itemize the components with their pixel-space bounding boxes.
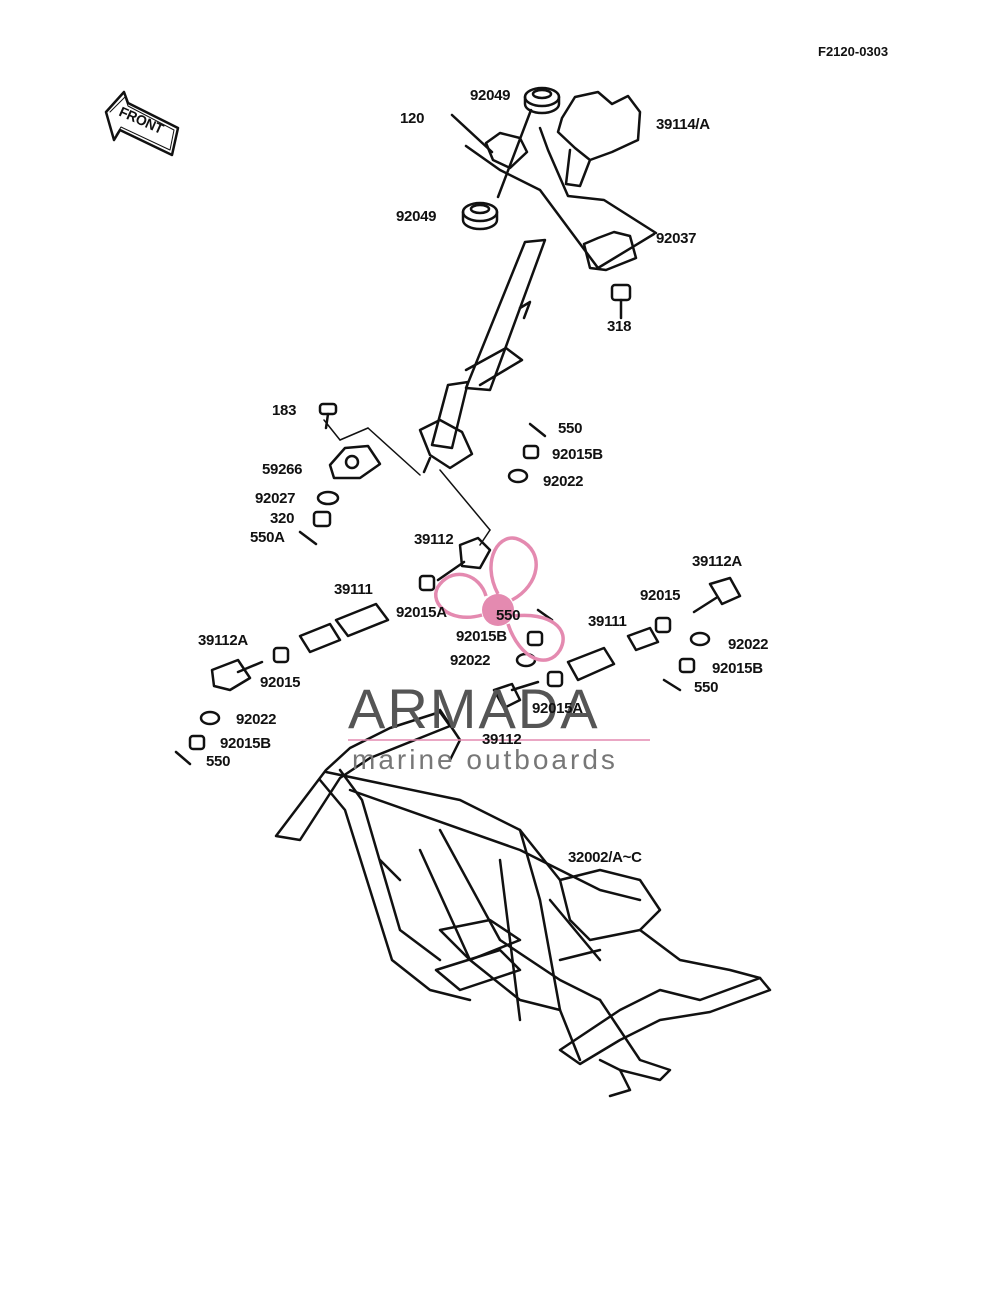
part-label: 39112 xyxy=(482,731,522,748)
part-label: 92015B xyxy=(712,660,763,677)
part-label: 59266 xyxy=(262,461,303,478)
part-label: 320 xyxy=(270,510,295,527)
part-label: 92049 xyxy=(470,87,511,104)
part-label: 39111 xyxy=(334,581,373,598)
part-label: 120 xyxy=(400,110,425,127)
handlebar-clamp-group xyxy=(450,86,658,320)
part-label: 183 xyxy=(272,402,297,419)
front-arrow-icon xyxy=(104,90,180,157)
part-label: 92037 xyxy=(656,230,697,247)
part-label: 92015B xyxy=(456,628,507,645)
part-label: 32002/A~C xyxy=(568,849,642,866)
part-label: 92015 xyxy=(640,587,681,604)
part-label: 92022 xyxy=(543,473,584,490)
part-label: 92015A xyxy=(532,700,583,717)
part-label: 92022 xyxy=(236,711,277,728)
frame-32002 xyxy=(274,708,772,1098)
part-label: 92022 xyxy=(728,636,769,653)
part-label: 92022 xyxy=(450,652,491,669)
knuckle-59266 xyxy=(298,402,547,546)
watermark-tagline: marine outboards xyxy=(352,744,618,775)
part-label: 550 xyxy=(694,679,719,696)
part-label: 92015B xyxy=(220,735,271,752)
part-label: 550A xyxy=(250,529,285,546)
part-label: 550 xyxy=(206,753,231,770)
part-label: 92015 xyxy=(260,674,301,691)
diagram-code: F2120-0303 xyxy=(818,44,889,59)
part-label: 550 xyxy=(558,420,583,437)
part-label: 39111 xyxy=(588,613,627,630)
part-label: 39114/A xyxy=(656,116,710,133)
steering-stem xyxy=(418,238,547,474)
part-label: 550 xyxy=(496,607,521,624)
reference-lines xyxy=(323,419,491,546)
tie-rod-assembly xyxy=(174,536,742,766)
part-label: 318 xyxy=(607,318,632,335)
part-label: 92015A xyxy=(396,604,447,621)
part-label: 39112A xyxy=(692,553,742,570)
watermark-brand: ARMADA xyxy=(348,677,600,740)
part-label: 39112A xyxy=(198,632,248,649)
part-label: 92027 xyxy=(255,490,296,507)
part-label: 92049 xyxy=(396,208,437,225)
part-label: 39112 xyxy=(414,531,454,548)
watermark-propeller-icon xyxy=(433,536,565,662)
part-label: 92015B xyxy=(552,446,603,463)
